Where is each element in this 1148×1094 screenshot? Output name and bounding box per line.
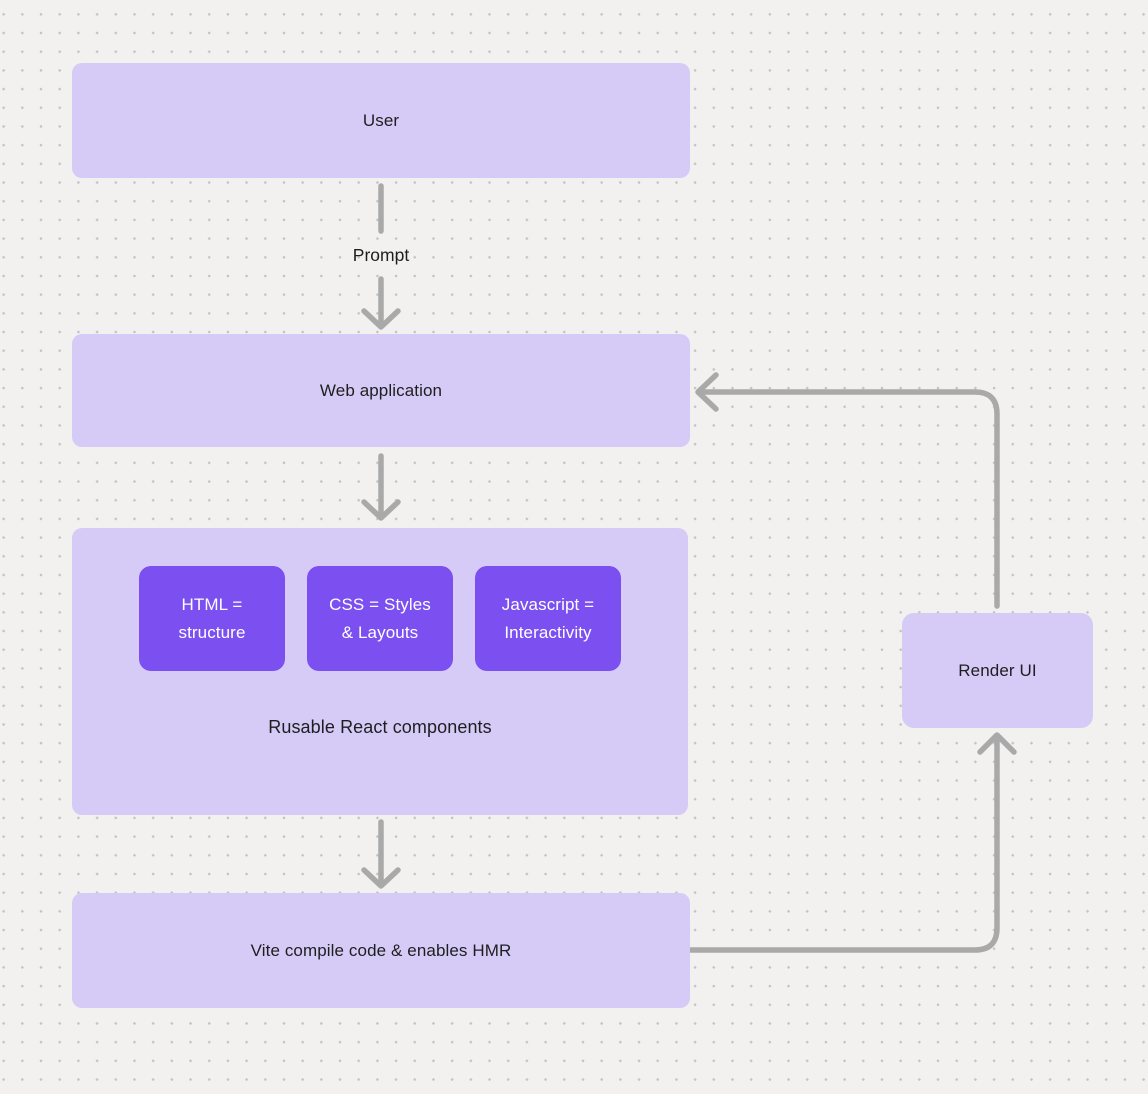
chip-html[interactable]: HTML = structure <box>139 566 285 671</box>
connector-render-to-webapp <box>697 389 1000 609</box>
node-render-ui-label: Render UI <box>958 660 1037 680</box>
component-chip-row: HTML = structure CSS = Styles & Layouts … <box>139 566 621 671</box>
connector-vite-to-render <box>687 735 1000 953</box>
node-render-ui[interactable]: Render UI <box>902 613 1093 728</box>
node-vite-label: Vite compile code & enables HMR <box>250 940 512 960</box>
chip-css[interactable]: CSS = Styles & Layouts <box>307 566 453 671</box>
node-web-application-label: Web application <box>319 380 443 400</box>
components-caption: Rusable React components <box>268 717 492 737</box>
arrowhead-down-vite <box>361 867 401 889</box>
node-react-components[interactable]: HTML = structure CSS = Styles & Layouts … <box>72 528 688 815</box>
chip-html-label: HTML = structure <box>178 594 246 642</box>
arrowhead-down-components <box>361 499 401 521</box>
arrowhead-left-webapp <box>695 372 719 412</box>
node-web-application[interactable]: Web application <box>72 334 690 447</box>
node-user[interactable]: User <box>72 63 690 178</box>
chip-javascript-label: Javascript = Interactivity <box>501 594 595 642</box>
node-vite[interactable]: Vite compile code & enables HMR <box>72 893 690 1008</box>
chip-css-label: CSS = Styles & Layouts <box>329 594 431 642</box>
edge-label-prompt: Prompt <box>352 245 410 265</box>
arrowhead-down-webapp <box>361 308 401 330</box>
arrowhead-up-render <box>977 732 1017 755</box>
chip-javascript[interactable]: Javascript = Interactivity <box>475 566 621 671</box>
node-user-label: User <box>362 110 400 130</box>
